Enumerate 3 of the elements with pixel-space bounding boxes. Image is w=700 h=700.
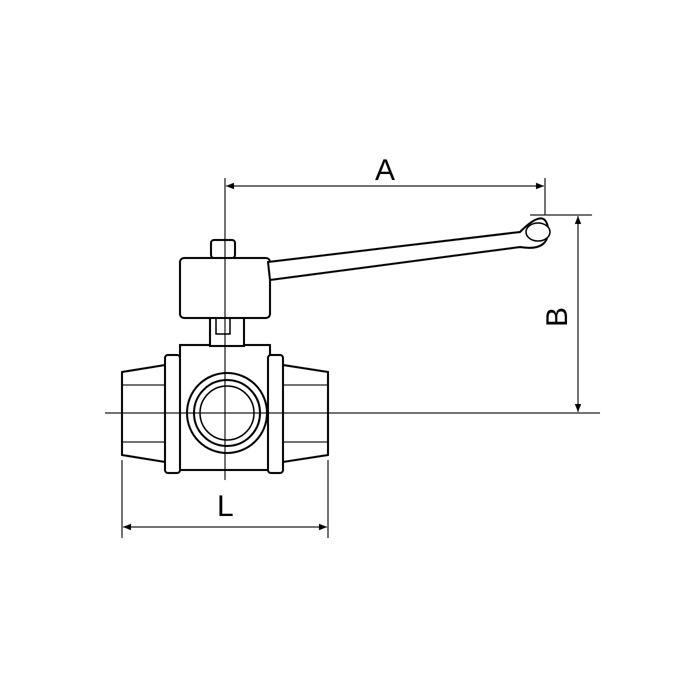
dimension-label: A xyxy=(375,156,396,186)
dimension-label: L xyxy=(217,492,234,522)
dimension-label: B xyxy=(543,307,573,327)
